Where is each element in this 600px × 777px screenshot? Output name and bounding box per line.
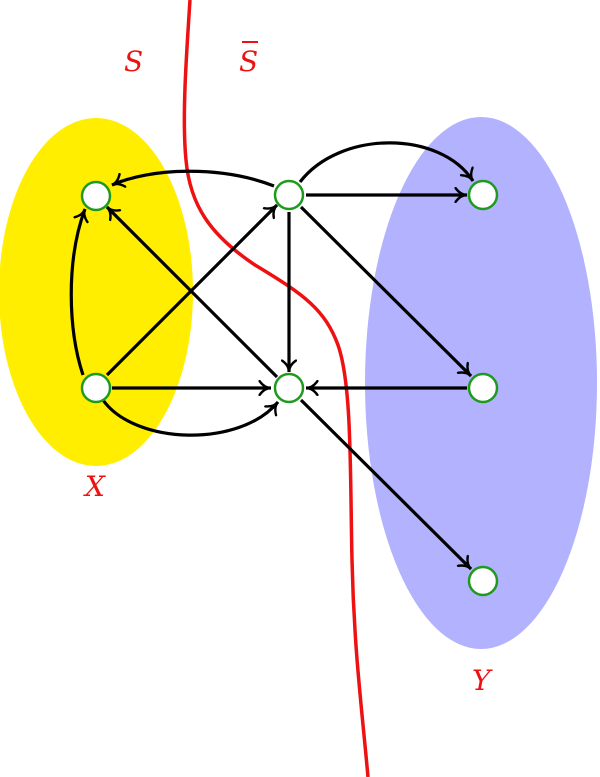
label-y: Y <box>472 664 493 697</box>
x-region <box>0 118 193 466</box>
node-y3 <box>467 565 499 597</box>
node-m2 <box>273 372 305 404</box>
node-x2 <box>80 372 112 404</box>
node-y2 <box>467 372 499 404</box>
edge-m1-y2 <box>299 205 473 378</box>
label-s-bar: S <box>239 45 258 78</box>
cut-line <box>182 0 370 777</box>
node-y1 <box>467 179 499 211</box>
edge-m2-y3 <box>299 398 473 571</box>
node-x1 <box>80 180 112 212</box>
edge-m1-y1-curve <box>298 141 475 183</box>
nodes <box>80 179 499 597</box>
edge-m1-x1 <box>111 169 275 186</box>
label-s: S <box>124 45 143 78</box>
edge-m2-x1 <box>105 205 279 379</box>
edge-x2-x1 <box>69 208 85 376</box>
node-m1 <box>273 179 305 211</box>
label-x: X <box>83 470 106 503</box>
edges <box>69 141 475 571</box>
edge-x2-m2-curve <box>101 399 280 437</box>
